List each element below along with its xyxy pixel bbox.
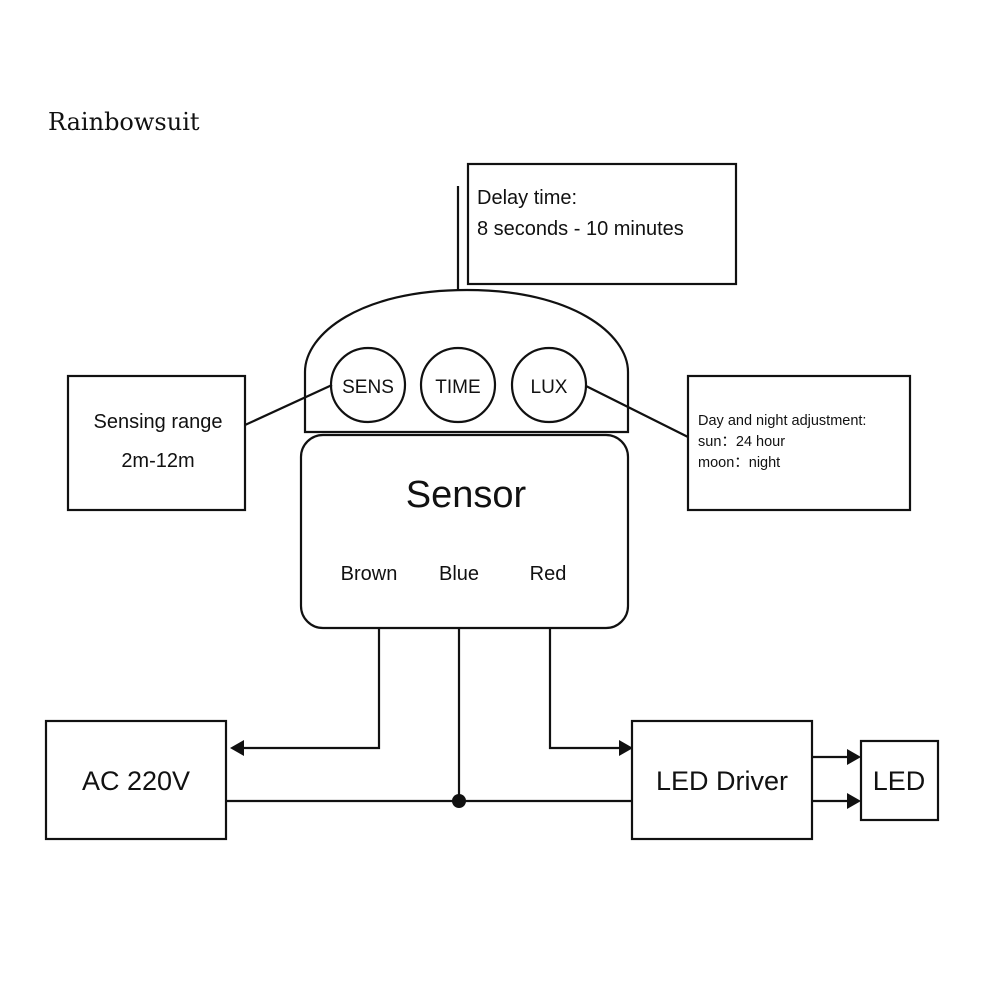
lux-knob xyxy=(510,346,588,424)
led-driver-label: LED Driver xyxy=(656,766,788,796)
led-box xyxy=(859,739,940,822)
sensor-title: Sensor xyxy=(406,474,527,516)
delay-time-box xyxy=(466,162,738,286)
led-label: LED xyxy=(873,766,926,796)
brown-wire xyxy=(242,628,381,750)
time-knob-label: TIME xyxy=(435,377,480,398)
brown-wire-arrowhead xyxy=(230,740,244,756)
ac-220v-label: AC 220V xyxy=(82,766,190,796)
day-night-sun: sun：24 hour xyxy=(698,434,785,450)
red-wire xyxy=(548,628,620,750)
wire-label-red: Red xyxy=(530,563,567,585)
sens-leader-line xyxy=(244,384,333,426)
lux-leader-line xyxy=(585,385,689,438)
red-wire-arrowhead xyxy=(619,740,633,756)
driver-output-arrowhead-bottom xyxy=(847,793,861,809)
wire-label-brown: Brown xyxy=(341,563,398,585)
sensor-body xyxy=(299,433,630,630)
day-night-moon: moon：night xyxy=(698,455,780,471)
junction-dot xyxy=(452,794,466,808)
sensing-range-title: Sensing range xyxy=(94,411,223,433)
delay-time-title: Delay time: xyxy=(477,187,577,209)
day-night-box xyxy=(686,374,912,512)
brand-label: Rainbowsuit xyxy=(48,108,200,136)
driver-output-arrowhead-top xyxy=(847,749,861,765)
time-knob xyxy=(419,346,497,424)
lux-knob-label: LUX xyxy=(531,377,568,398)
sensing-range-value: 2m-12m xyxy=(121,450,194,472)
led-driver-box xyxy=(630,719,814,841)
day-night-title: Day and night adjustment: xyxy=(698,413,866,429)
sensing-range-box xyxy=(66,374,247,512)
ac-220v-box xyxy=(44,719,228,841)
wire-label-blue: Blue xyxy=(439,563,479,585)
sens-knob-label: SENS xyxy=(342,377,394,398)
delay-time-range: 8 seconds - 10 minutes xyxy=(477,218,684,240)
